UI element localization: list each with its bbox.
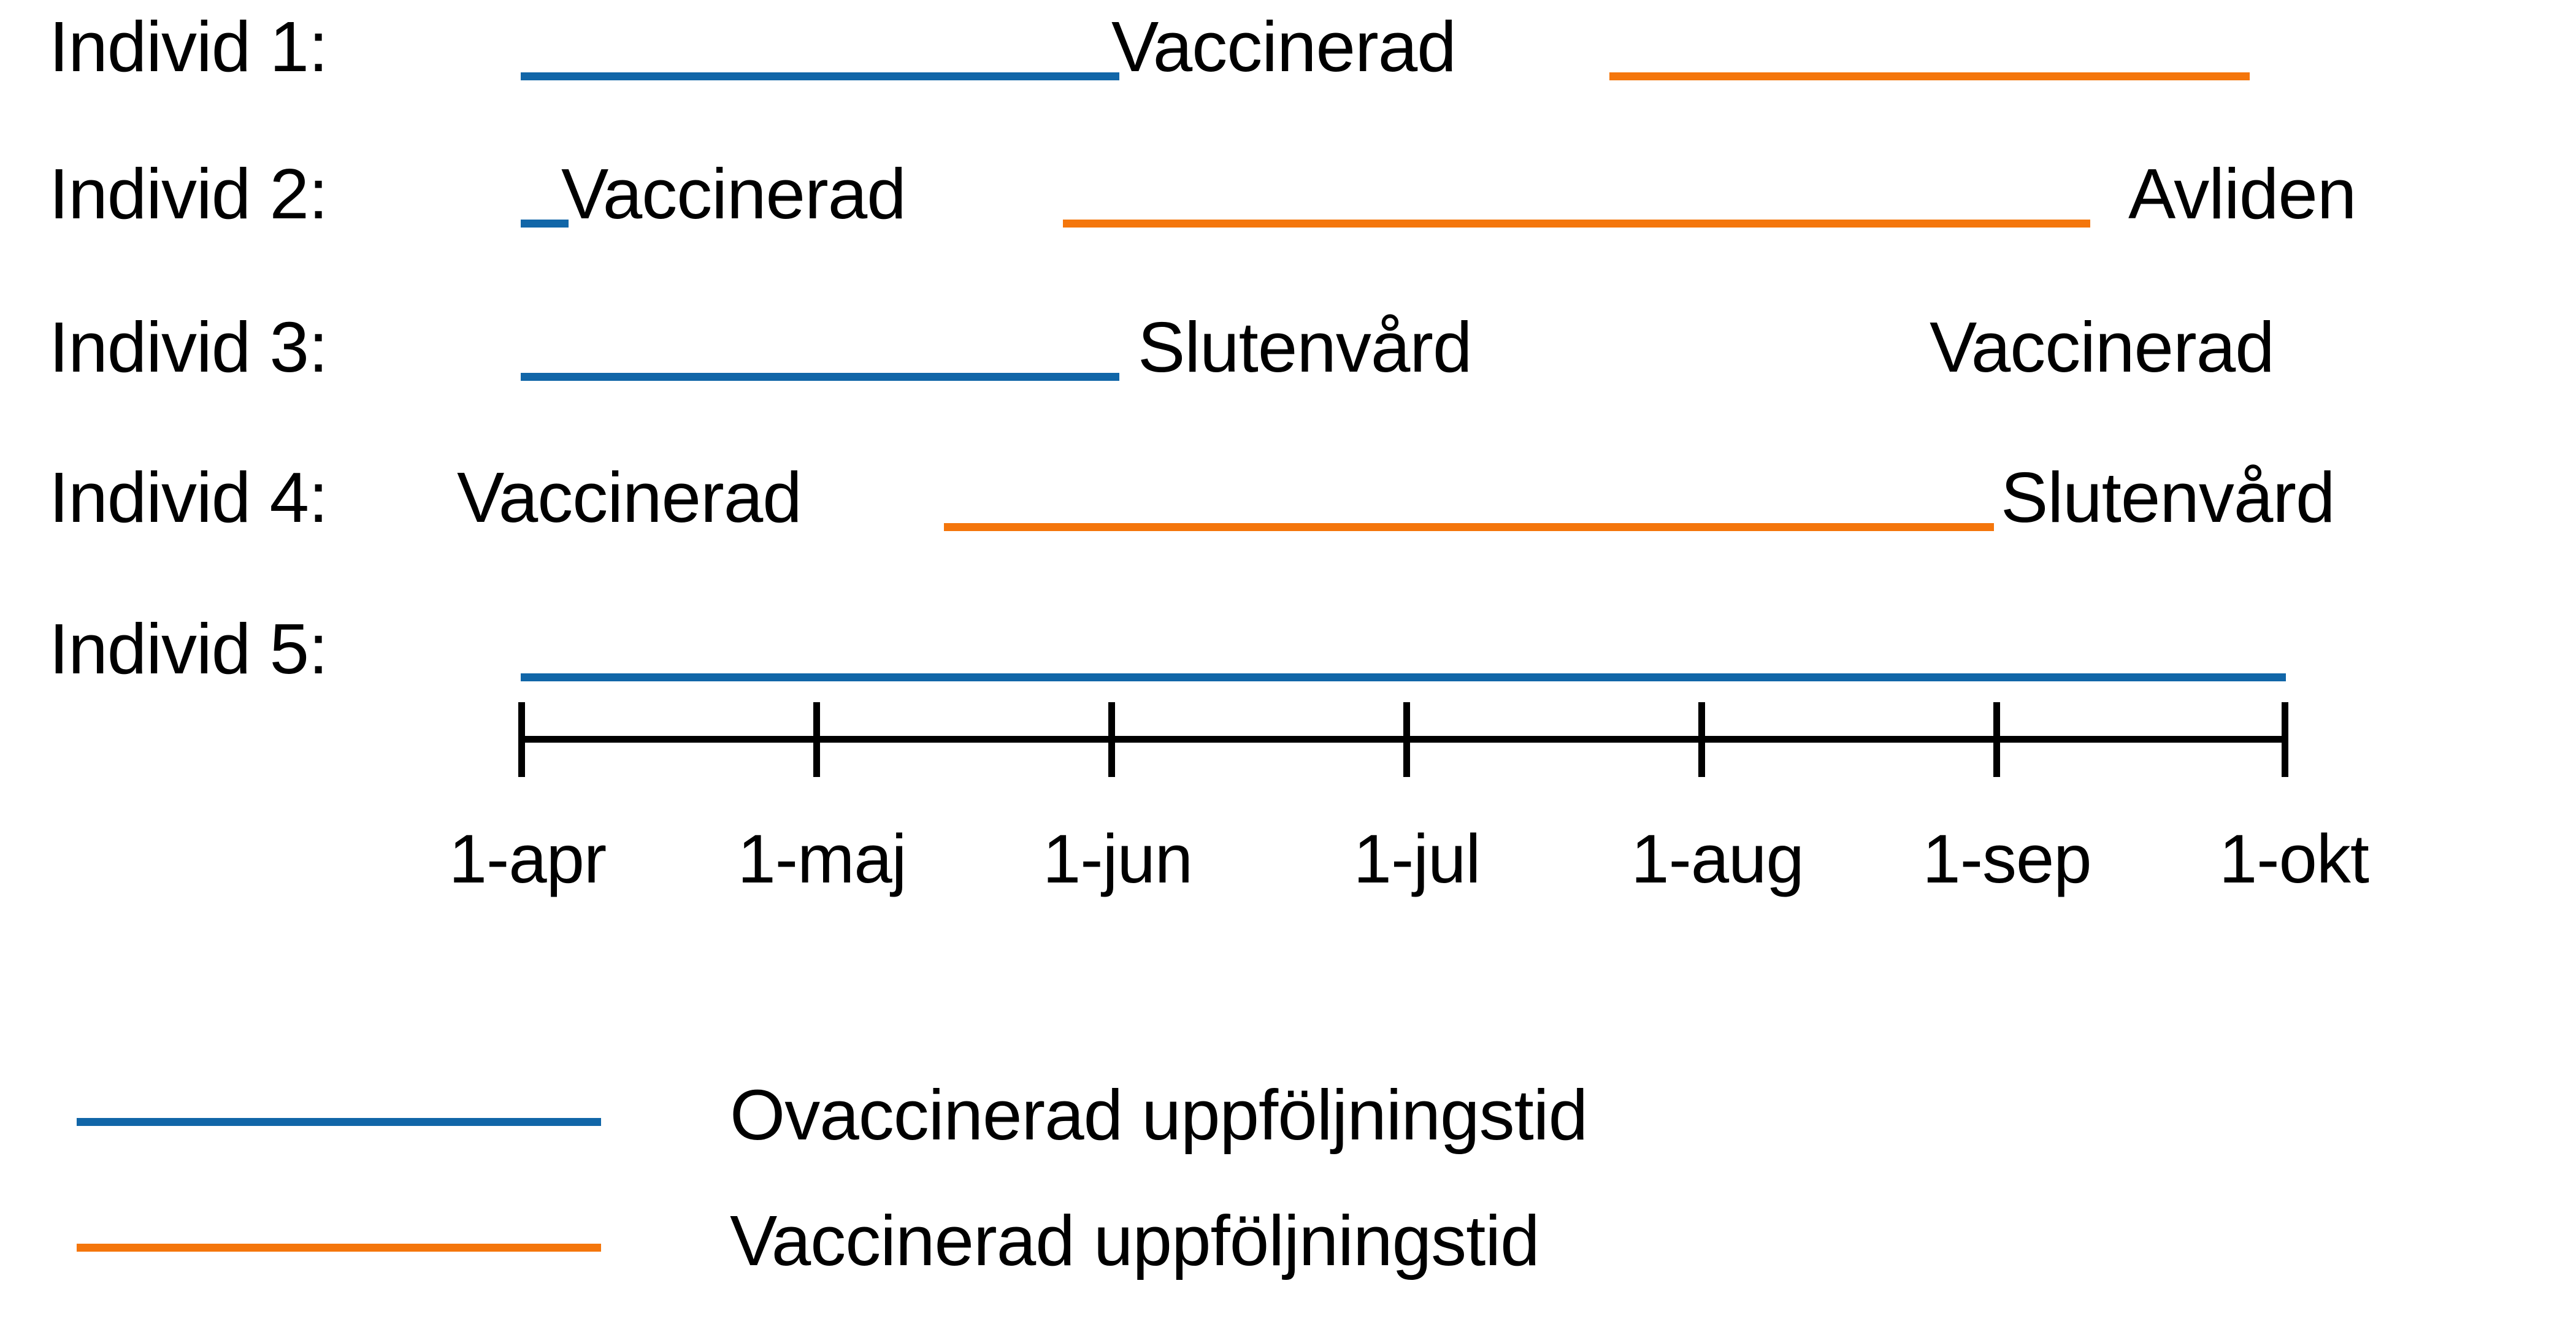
row-label-individ-5: Individ 5: <box>49 609 328 689</box>
legend-swatch-unvaccinated <box>77 1118 601 1126</box>
event-label-row-3-slutenvard: Slutenvård <box>1138 307 1473 387</box>
segment-unvaccinated-row-5 <box>521 673 2286 681</box>
axis-tick-label-1: 1-apr <box>448 821 607 897</box>
event-label-row-4-slutenvard: Slutenvård <box>2001 457 2336 537</box>
legend-swatch-vaccinated <box>77 1244 601 1252</box>
row-label-individ-2: Individ 2: <box>49 154 328 234</box>
legend-label-unvaccinated: Ovaccinerad uppföljningstid <box>730 1075 1588 1155</box>
axis-tick-5 <box>1698 702 1705 777</box>
event-label-row-2-avliden: Avliden <box>2128 154 2356 234</box>
segment-unvaccinated-row-1 <box>521 72 1119 80</box>
row-label-individ-4: Individ 4: <box>49 457 328 537</box>
axis-tick-label-3: 1-jun <box>1042 821 1193 897</box>
segment-unvaccinated-row-3 <box>521 373 1119 381</box>
axis-tick-label-5: 1-aug <box>1631 821 1804 897</box>
axis-tick-label-6: 1-sep <box>1922 821 2091 897</box>
axis-tick-label-4: 1-jul <box>1353 821 1481 897</box>
axis-tick-1 <box>518 702 525 777</box>
segment-vaccinated-row-2 <box>1063 220 2090 228</box>
event-label-row-2-vaccinerad: Vaccinerad <box>561 154 907 234</box>
axis-tick-2 <box>813 702 820 777</box>
event-label-row-1-vaccinerad: Vaccinerad <box>1111 7 1457 86</box>
legend-label-vaccinated: Vaccinerad uppföljningstid <box>730 1201 1540 1280</box>
segment-vaccinated-row-1 <box>1609 72 2250 80</box>
axis-tick-6 <box>1993 702 2000 777</box>
segment-vaccinated-row-4 <box>944 523 1994 531</box>
event-label-row-4-vaccinerad: Vaccinerad <box>457 457 802 537</box>
axis-tick-label-7: 1-okt <box>2219 821 2369 897</box>
segment-unvaccinated-row-2 <box>521 220 569 228</box>
row-label-individ-3: Individ 3: <box>49 307 328 387</box>
axis-tick-7 <box>2282 702 2288 777</box>
event-label-row-3-vaccinerad: Vaccinerad <box>1930 307 2275 387</box>
axis-tick-3 <box>1108 702 1115 777</box>
row-label-individ-1: Individ 1: <box>49 7 328 86</box>
axis-tick-label-2: 1-maj <box>737 821 907 897</box>
axis-tick-4 <box>1403 702 1410 777</box>
